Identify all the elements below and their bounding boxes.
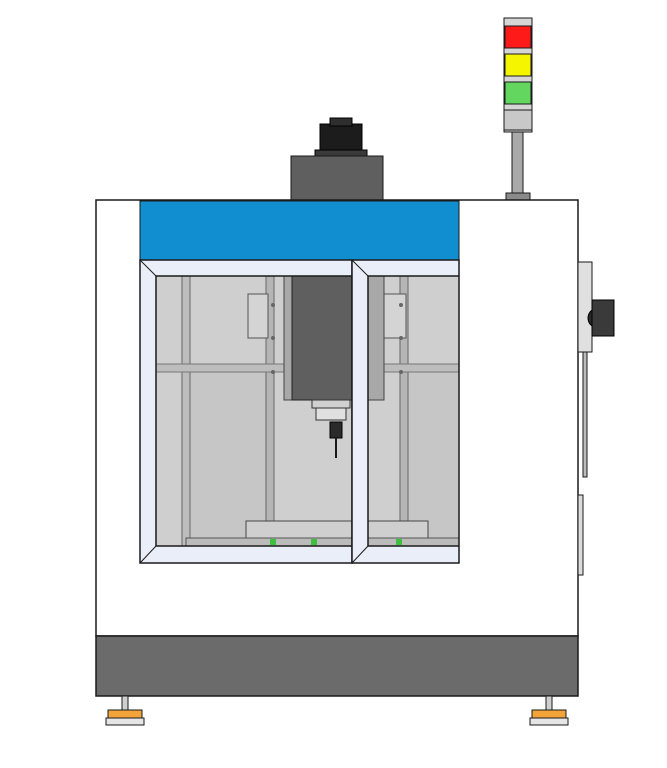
interior-left-panel [189,365,271,545]
leveling-foot-icon [105,695,145,726]
panel-handle [591,299,615,337]
tool-holder [329,421,343,439]
motor-cap [329,117,353,127]
bolt [271,370,275,374]
spindle-nose [315,407,347,421]
header-band [139,200,460,261]
right-door-frame [351,259,460,564]
signal-light-red [504,25,532,49]
guide-marker [396,539,402,545]
bolt [399,303,403,307]
side-control-panel-icon [577,261,615,576]
signal-light-yellow [504,53,532,77]
panel-bracket [577,261,593,353]
panel-arm [582,351,588,478]
right-bracket [383,293,407,339]
spindle-collar [311,399,351,409]
foot-stem-left [121,695,129,711]
bolt [399,336,403,340]
signal-tower-base [505,192,531,201]
foot-stem-right [545,695,553,711]
table-base [185,537,460,547]
foot-pad-right [531,709,567,719]
signal-tower-pole [511,129,524,196]
signal-tower [503,17,533,201]
work-table [245,520,429,539]
servo-motor-icon [314,117,368,161]
leveling-foot-icon [529,695,569,726]
interior-left-column [181,275,191,547]
foot-sole-right [529,717,569,726]
guide-marker [311,539,317,545]
foot-sole-left [105,717,145,726]
right-door-bevel [351,545,369,564]
right-door [351,259,460,564]
signal-tower-cap [503,109,533,131]
base-plinth [95,635,579,697]
bolt [271,303,275,307]
guide-marker [270,539,276,545]
spindle-housing-top [290,155,384,202]
right-door-bevel [351,259,369,277]
signal-light-green [504,81,532,105]
interior-right-panel [399,365,460,545]
machine-interior [155,275,460,547]
left-door-bevel [139,545,157,564]
left-door-bevel [139,259,157,277]
bolt [271,336,275,340]
foot-pad-left [107,709,143,719]
panel-rail [577,494,584,576]
bolt [399,370,403,374]
spindle-head [291,275,353,401]
left-bracket [247,293,269,339]
